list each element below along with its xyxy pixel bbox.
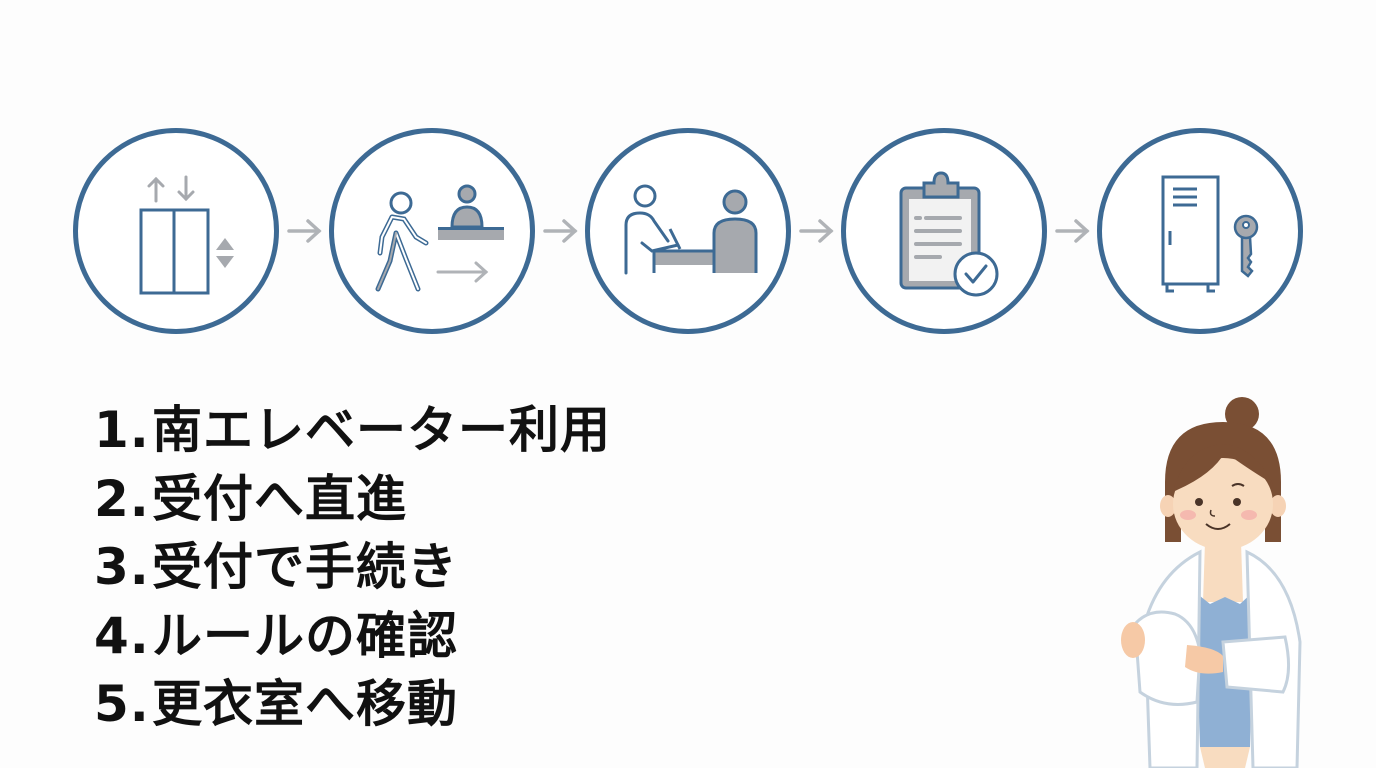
- steps-list: 1.南エレベーター利用 2.受付へ直進 3.受付で手続き 4.ルールの確認 5.…: [94, 396, 611, 739]
- step-label: ルールの確認: [152, 606, 458, 665]
- process-flow: [0, 0, 1376, 340]
- step-item-2: 2.受付へ直進: [94, 465, 611, 534]
- step-circle-elevator: [73, 128, 279, 334]
- step-circle-locker: [1097, 128, 1303, 334]
- step-circle-walk-to-reception: [329, 128, 535, 334]
- rules-clipboard-icon: [899, 171, 999, 297]
- arrow-right-icon: [543, 219, 578, 243]
- step-circle-rules-check: [841, 128, 1047, 334]
- arrow-right-icon: [1055, 219, 1090, 243]
- step-item-3: 3.受付で手続き: [94, 533, 611, 602]
- arrow-right-icon: [799, 219, 834, 243]
- step-item-1: 1.南エレベーター利用: [94, 396, 611, 465]
- step-label: 受付へ直進: [152, 469, 407, 528]
- locker-key-icon: [1161, 175, 1259, 293]
- step-label: 南エレベーター利用: [152, 401, 611, 459]
- step-number: 2.: [94, 469, 150, 528]
- step-item-4: 4.ルールの確認: [94, 602, 611, 671]
- elevator-icon: [139, 175, 234, 295]
- bathrobe-woman-illustration: [1121, 397, 1302, 768]
- walk-to-reception-icon: [375, 184, 504, 292]
- step-item-5: 5.更衣室へ移動: [94, 670, 611, 739]
- step-circle-reception-procedure: [585, 128, 791, 334]
- arrow-right-icon: [287, 219, 322, 243]
- step-label: 更衣室へ移動: [152, 675, 458, 733]
- reception-procedure-icon: [624, 184, 758, 275]
- step-number: 5.: [94, 675, 150, 733]
- step-label: 受付で手続き: [152, 538, 458, 596]
- step-number: 1.: [94, 401, 150, 459]
- step-number: 4.: [94, 606, 150, 665]
- step-number: 3.: [94, 538, 150, 596]
